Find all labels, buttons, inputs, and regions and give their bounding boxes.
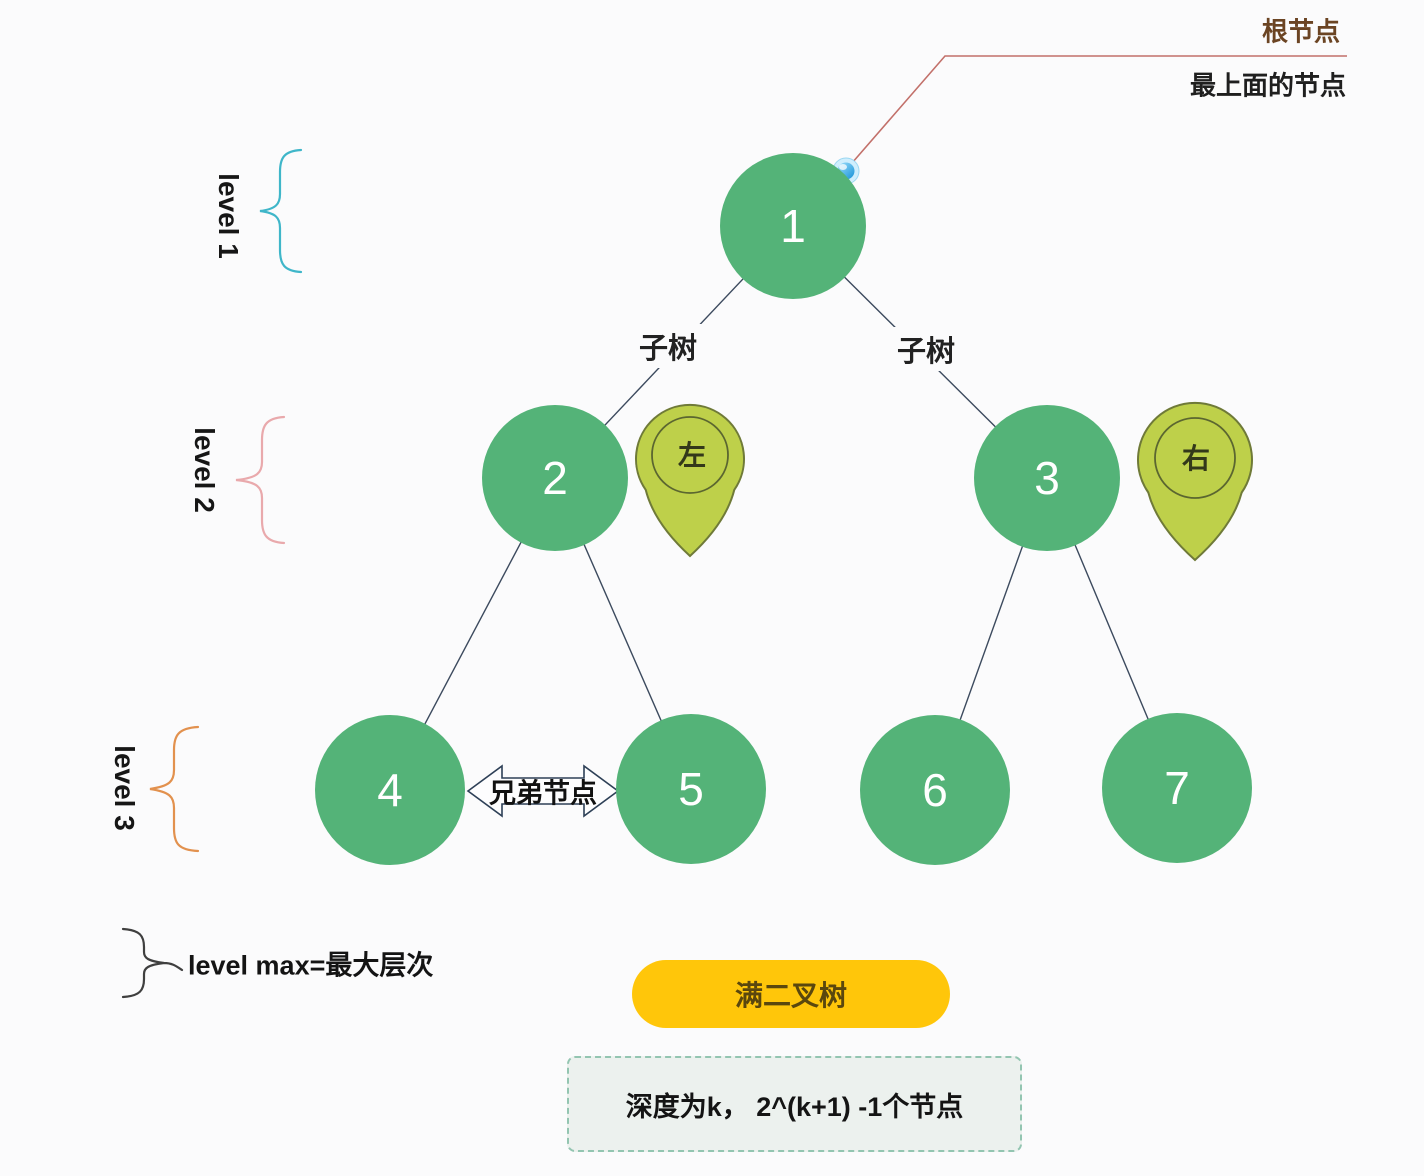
level-1-brace [259,148,303,274]
root-node-callout-subtitle: 最上面的节点 [1189,70,1347,101]
level-2-label: level 2 [189,427,220,513]
right-pin-shape [1137,401,1253,562]
left-pin-label: 左 [677,440,707,471]
full-binary-tree-badge: 满二叉树 [632,960,950,1028]
tree-node-2: 2 [482,405,628,551]
callout-leader-line [851,55,1347,164]
level-3-brace [149,725,200,853]
tree-node-1: 1 [720,153,866,299]
tree-node-6: 6 [860,715,1010,865]
level-1-label: level 1 [213,173,244,259]
tree-node-3: 3 [974,405,1120,551]
right-pin-inner-circle [1154,417,1236,499]
left-pin-inner-circle [651,416,729,494]
subtree-label-right: 子树 [891,327,961,371]
sibling-nodes-label: 兄弟节点 [489,778,597,809]
level-max-label: level max=最大层次 [188,950,434,981]
right-pin-label: 右 [1181,443,1211,474]
level-2-brace [235,415,286,545]
tree-node-5: 5 [616,714,766,864]
subtree-label-left: 子树 [633,324,703,368]
level-3-label: level 3 [109,745,140,831]
tree-node-7: 7 [1102,713,1252,863]
root-node-callout-title: 根节点 [1261,16,1341,47]
tree-node-4: 4 [315,715,465,865]
level-max-brace [121,927,184,999]
node-count-formula-box: 深度为k， 2^(k+1) -1个节点 [567,1056,1022,1152]
left-pin-shape [635,404,745,558]
